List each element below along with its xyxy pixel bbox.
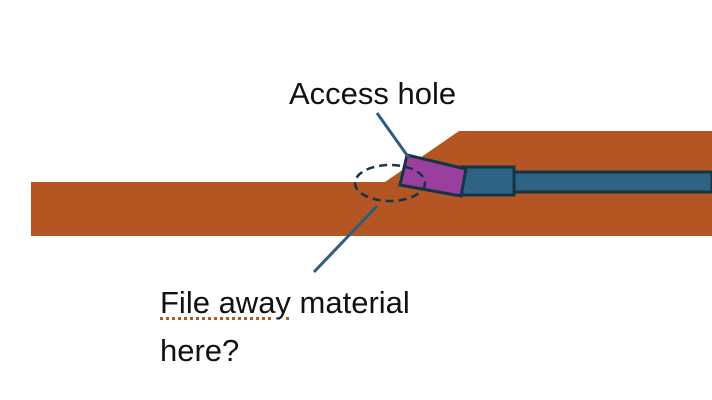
- file-away-label-line-2: here?: [160, 333, 240, 368]
- tube-connector: [460, 165, 516, 197]
- access-hole-callout-line: [375, 112, 411, 159]
- file-away-label-line-1: File away material: [160, 283, 410, 323]
- access-hole-label: Access hole: [289, 76, 457, 111]
- material-body: [31, 131, 712, 236]
- file-area-callout-line: [312, 204, 379, 274]
- file-away-text: File away: [160, 285, 291, 320]
- material-text: material: [290, 285, 410, 320]
- file-area-marker: [353, 163, 427, 203]
- access-hole-piece: [398, 153, 468, 198]
- main-tube: [510, 170, 712, 194]
